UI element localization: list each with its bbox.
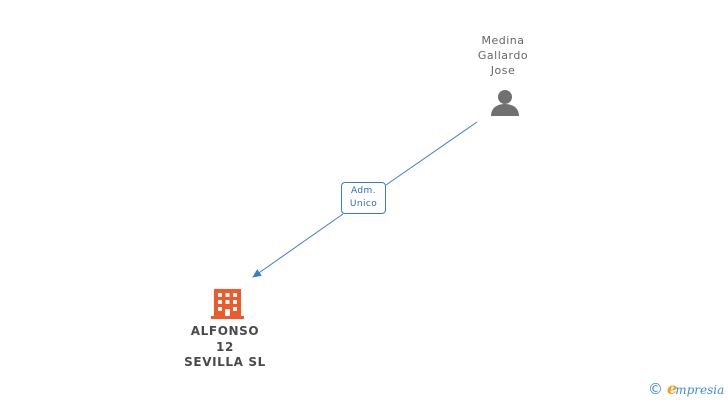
building-icon[interactable] xyxy=(211,289,244,319)
company-name-label[interactable]: ALFONSO 12 SEVILLA SL xyxy=(184,324,266,369)
relation-role-line2: Unico xyxy=(349,199,378,209)
brand-initial: e xyxy=(667,379,678,398)
person-icon[interactable] xyxy=(491,90,519,116)
relation-role-badge[interactable]: Adm. Unico xyxy=(341,182,386,214)
brand-logo: e mpresia xyxy=(667,381,724,397)
edge-line-lower xyxy=(252,213,344,278)
copyright-icon: © xyxy=(648,379,663,398)
brand-name: mpresia xyxy=(675,383,725,397)
edge-line-upper xyxy=(385,121,478,186)
empresia-brand[interactable]: © e mpresia xyxy=(648,379,724,399)
person-name-label[interactable]: Medina Gallardo Jose xyxy=(477,34,529,77)
relation-role-line1: Adm. xyxy=(351,186,376,196)
